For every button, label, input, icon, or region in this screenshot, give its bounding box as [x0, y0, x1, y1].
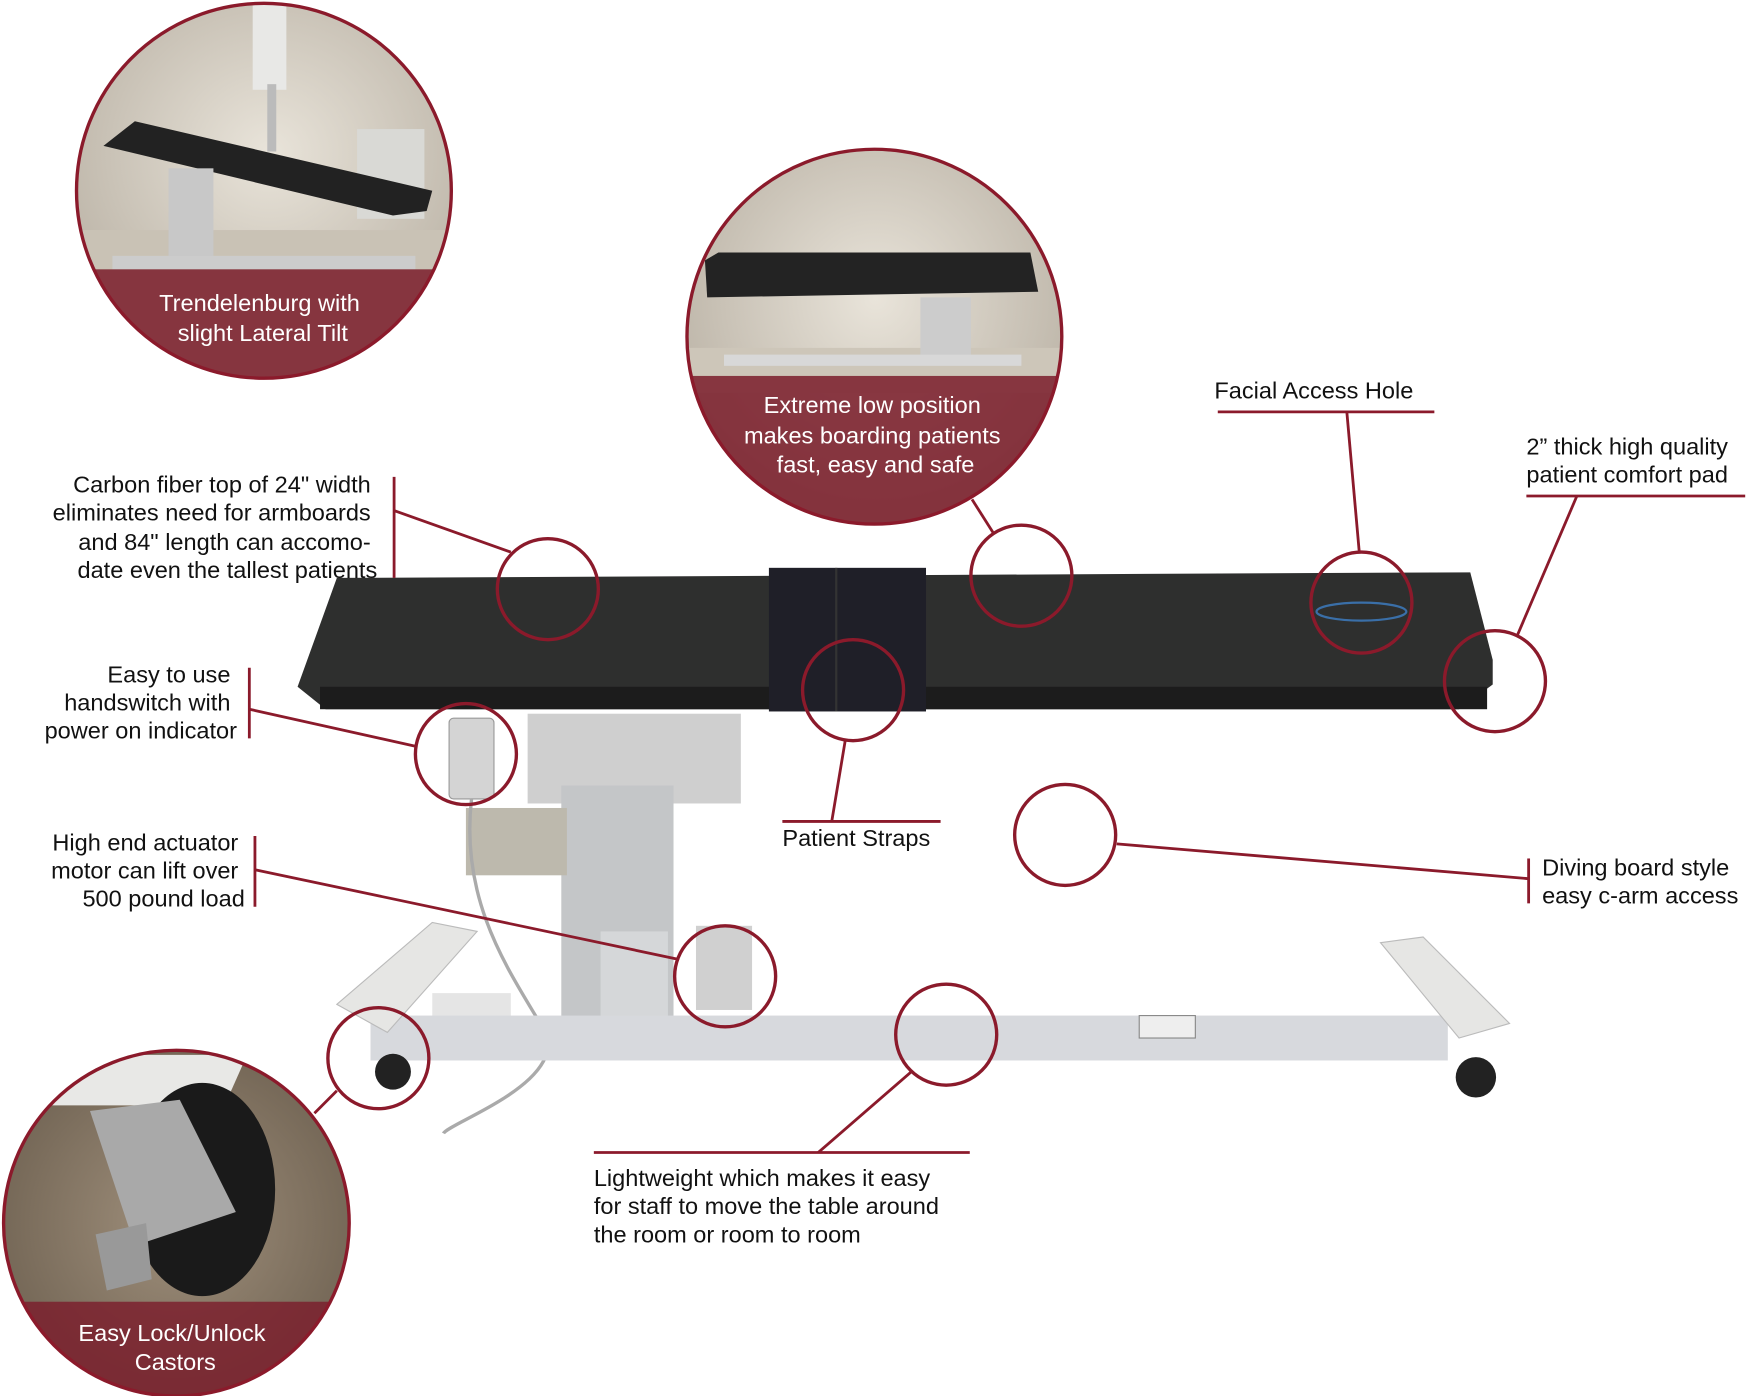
right-caster-housing: [1379, 936, 1511, 1039]
handswitch: [448, 717, 495, 800]
callout-facial-hole: [1309, 550, 1414, 655]
photo-trendelenburg: Trendelenburg with slight Lateral Tilt: [74, 1, 454, 380]
photo-border: [74, 1, 454, 380]
base-frame: [370, 1015, 1448, 1061]
photo-caption: Extreme low position makes boarding pati…: [744, 392, 1007, 477]
label-lightweight: Lightweight which makes it easy for staf…: [594, 1165, 946, 1247]
label-handswitch: Easy to use handswitch with power on ind…: [45, 661, 238, 743]
label-straps: Patient Straps: [782, 825, 930, 851]
photo-caption: Easy Lock/Unlock Castors: [78, 1320, 272, 1375]
photo-caption: Trendelenburg with slight Lateral Tilt: [159, 290, 366, 346]
callout-diving-board: [1012, 782, 1118, 888]
left-caster-housing: [335, 921, 479, 1034]
actuator-motor: [465, 807, 567, 876]
callout-circles: [326, 523, 1548, 1111]
callout-castors: [326, 1006, 431, 1111]
facial-access-hole: [1315, 601, 1408, 622]
label-comfort-pad: 2” thick high quality patient comfort pa…: [1526, 433, 1734, 487]
label-facial-hole: Facial Access Hole: [1214, 377, 1413, 403]
callout-handswitch: [413, 701, 519, 807]
caster-wheel: [1455, 1057, 1497, 1098]
callout-actuator: [672, 924, 778, 1029]
photo-border: [685, 147, 1064, 526]
callout-comfort-pad: [1442, 628, 1548, 734]
photo-low-position: Extreme low position makes boarding pati…: [685, 147, 1064, 526]
callout-low-position: [969, 523, 1074, 628]
callout-lightweight: [894, 982, 999, 1087]
photo-castors: Easy Lock/Unlock Castors: [1, 1048, 351, 1396]
label-diving-board: Diving board style easy c-arm access: [1542, 854, 1738, 908]
label-actuator: High end actuator motor can lift over 50…: [51, 830, 245, 912]
caster-wheel: [375, 1053, 411, 1090]
leader-lines: [247, 410, 1746, 1154]
callout-straps: [800, 637, 906, 743]
label-carbon-fiber: Carbon fiber top of 24" width eliminates…: [53, 472, 378, 583]
callout-carbon-fiber: [495, 536, 601, 642]
